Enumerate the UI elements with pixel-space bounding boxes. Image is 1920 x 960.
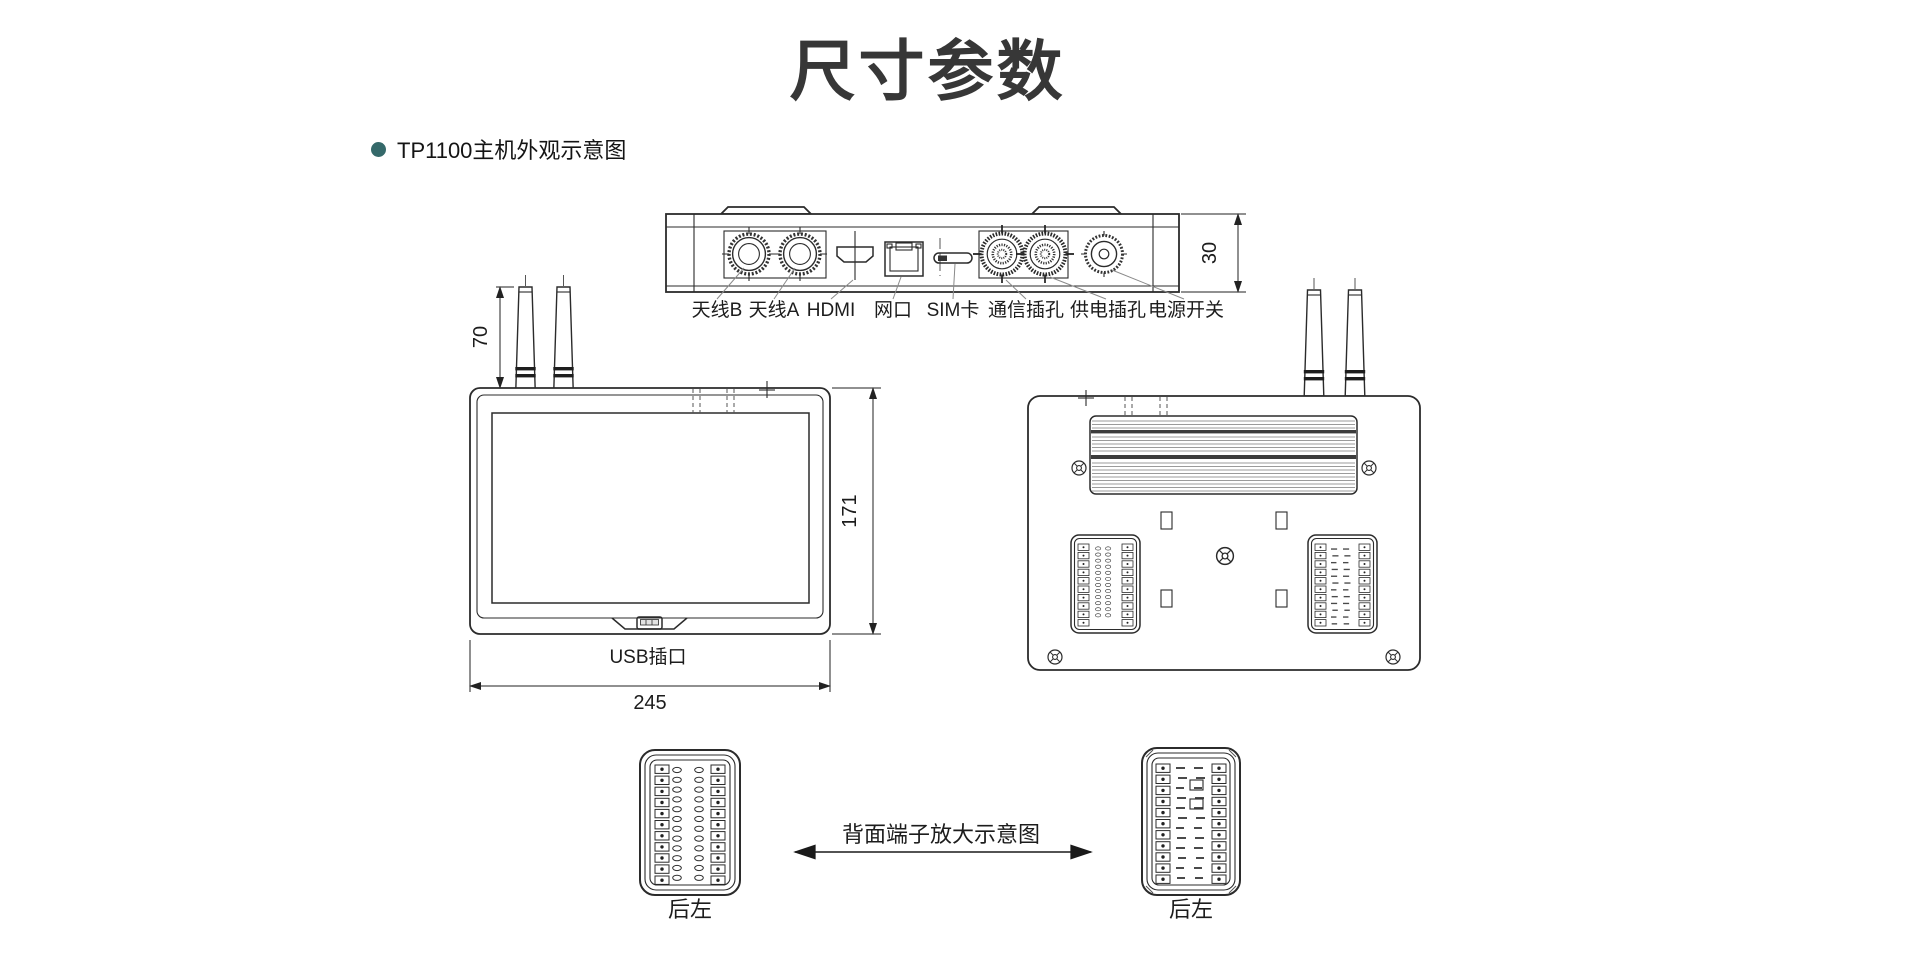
port-label-hdmi: HDMI [807, 300, 856, 321]
port-label-antenna-a: 天线A [749, 299, 800, 321]
zoom-arrow: 背面端子放大示意图 [793, 822, 1093, 860]
dim-thickness-value: 30 [1199, 242, 1221, 264]
back-terminal-block-right [1307, 534, 1378, 634]
back-screw-bottom-left [1047, 649, 1063, 665]
top-view-foot-right [1029, 206, 1124, 215]
usb-port-label: USB插口 [609, 646, 686, 668]
port-label-antenna-b: 天线B [692, 299, 743, 321]
port-labels: 天线B 天线A HDMI 网口 SIM卡 通信插孔 供电插孔 电源开关 [692, 299, 1224, 321]
dim-body-height: 171 [832, 387, 881, 635]
section-label: TP1100主机外观示意图 [397, 138, 627, 163]
front-antenna-right [552, 274, 575, 403]
back-terminal-block-left [1070, 534, 1141, 634]
terminal-right-label: 后左 [1169, 897, 1213, 922]
back-view-drawing [1027, 277, 1421, 671]
dim-antenna-value: 70 [470, 326, 492, 348]
hdmi-port [836, 231, 874, 280]
back-screw-left [1071, 460, 1087, 476]
port-label-comm-jack: 通信插孔 [988, 299, 1064, 321]
back-antenna-left [1303, 277, 1325, 406]
port-label-power-jack: 供电插孔 [1070, 299, 1146, 321]
dim-height-value: 171 [839, 494, 861, 527]
back-antenna-right [1344, 277, 1366, 406]
dim-thickness: 30 [1181, 213, 1246, 293]
page-title: 尺寸参数 [789, 34, 1066, 108]
back-screw-center [1215, 546, 1235, 566]
terminal-left-label: 后左 [668, 897, 712, 922]
port-leader-lines [716, 263, 1185, 300]
front-view-drawing: 70 [469, 274, 881, 714]
port-label-ethernet: 网口 [874, 300, 912, 321]
top-view-drawing: 30 天线B 天线A HDMI 网口 SIM卡 通信插孔 [665, 206, 1246, 321]
back-screw-bottom-right [1385, 649, 1401, 665]
enlarged-terminal-left: 后左 [639, 749, 741, 922]
enlarged-terminal-right: 后左 [1141, 747, 1241, 922]
dim-antenna-height: 70 [470, 286, 514, 389]
port-label-sim: SIM卡 [927, 299, 980, 321]
bullet-icon [371, 141, 386, 157]
front-bezel [476, 394, 824, 619]
port-label-power-switch: 电源开关 [1148, 299, 1224, 321]
sim-card-slot [933, 238, 973, 276]
section-bullet-line: TP1100主机外观示意图 [371, 133, 626, 165]
usb-port [611, 616, 688, 630]
mount-holes [1160, 511, 1288, 608]
zoom-arrow-caption: 背面端子放大示意图 [842, 822, 1040, 847]
front-screen [491, 412, 810, 604]
back-screw-right [1361, 460, 1377, 476]
front-body [469, 387, 831, 635]
front-antenna-left [514, 274, 537, 403]
top-view-foot-left [718, 206, 814, 215]
heatsink [1089, 415, 1358, 495]
front-hidden-lines [692, 381, 775, 413]
dim-width-value: 245 [633, 692, 666, 714]
ethernet-port [884, 241, 924, 277]
dim-body-width: 245 [469, 640, 831, 714]
